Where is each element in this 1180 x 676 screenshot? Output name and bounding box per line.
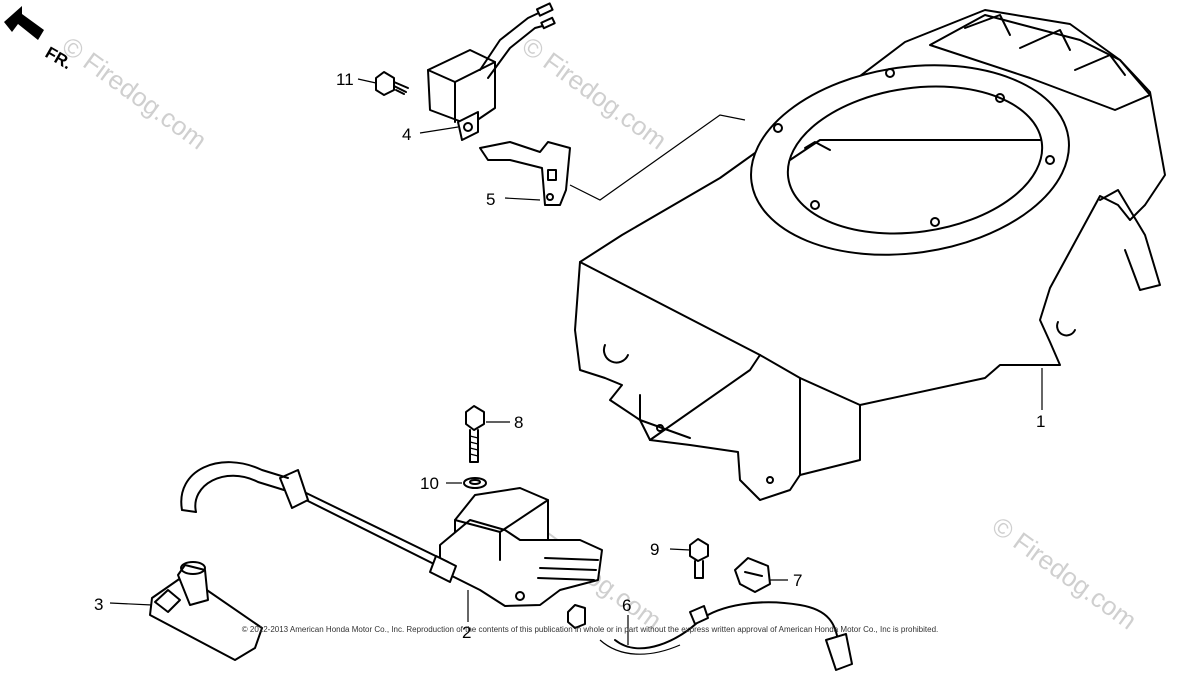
watermark-1: © Firedog.com: [56, 31, 212, 156]
stop-switch-wire: [567, 601, 853, 671]
watermark-2: © Firedog.com: [516, 31, 672, 156]
callout-10: 10: [420, 474, 439, 493]
fan-cover: [574, 9, 1166, 501]
watermark-5: © Firedog.com: [986, 511, 1142, 636]
copyright-notice: © 2012-2013 American Honda Motor Co., In…: [241, 625, 939, 634]
spark-plug-cap: [149, 561, 263, 661]
callout-7: 7: [793, 571, 802, 590]
callout-6: 6: [622, 596, 631, 615]
high-tension-lead: [180, 461, 457, 583]
callout-4: 4: [402, 125, 411, 144]
screw: [375, 71, 409, 96]
front-direction-arrow-icon: FR.: [4, 6, 75, 73]
module-bracket: [479, 141, 571, 206]
callout-5: 5: [486, 190, 495, 209]
ignition-coil: [439, 487, 603, 607]
wire-clamp: [734, 557, 771, 593]
flange-bolt: [465, 405, 485, 463]
ignition-module: [427, 2, 556, 141]
callout-2: 2: [462, 623, 471, 642]
callout-1: 1: [1036, 412, 1045, 431]
callout-3: 3: [94, 595, 103, 614]
callout-9: 9: [650, 540, 659, 559]
callout-8: 8: [514, 413, 523, 432]
flange-bolt-small: [689, 538, 709, 579]
assembly-leader: [569, 114, 746, 201]
callouts: 1 2 3 4 5 6 7 8 9 10 11: [94, 70, 1045, 642]
leader-lines: [109, 78, 1043, 645]
washer: [463, 477, 487, 489]
callout-11: 11: [336, 70, 354, 89]
